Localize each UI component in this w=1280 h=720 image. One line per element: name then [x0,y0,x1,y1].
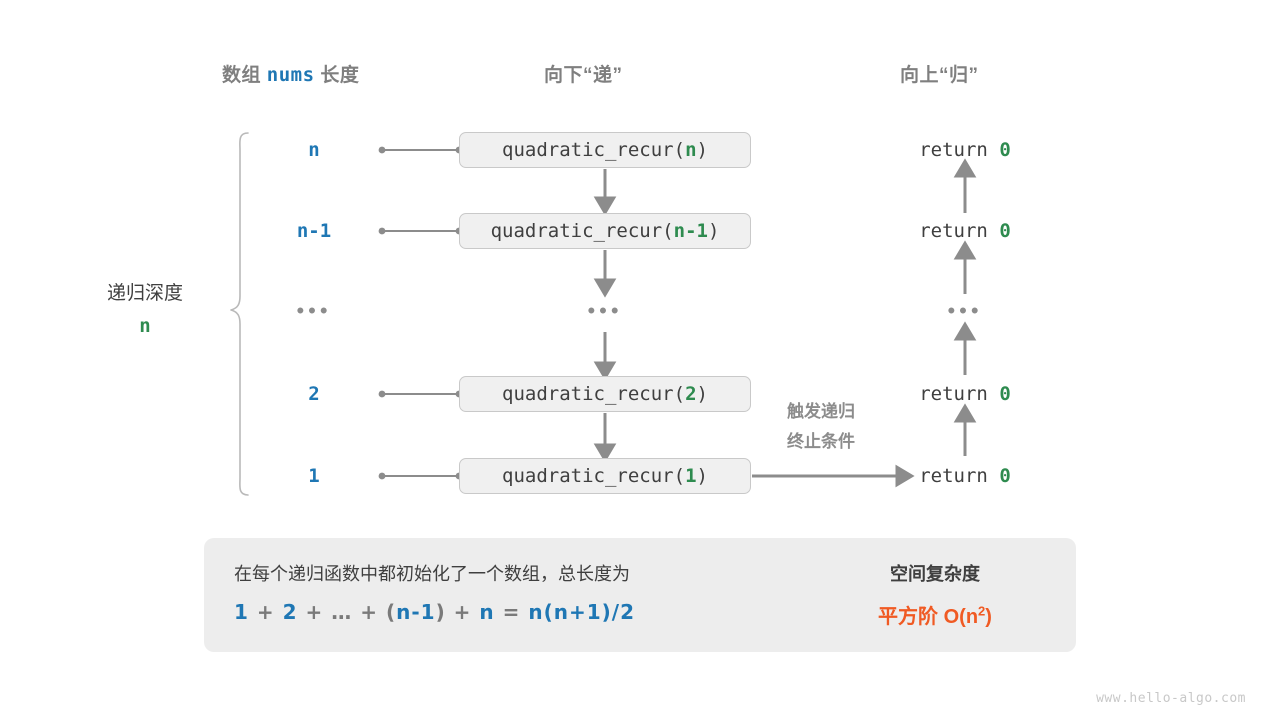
size-connector-row-2 [378,390,463,398]
return-keyword-0: return [919,139,1000,161]
call-box-0-arg: n [685,139,697,161]
size-connector-group [378,146,463,480]
size-ellipsis: ••• [296,298,332,323]
return-value-1: return 0 [919,220,1011,242]
call-ellipsis: ••• [587,298,623,323]
call-box-0[interactable]: quadratic_recur(n) [459,132,751,168]
complexity-exponent: 2 [978,603,986,619]
space-complexity-value: 平方阶 O(n2) [820,600,1050,629]
size-connector-row-1 [378,227,463,235]
formula-paren-open: ( [385,600,397,624]
return-keyword-1: return [919,220,1000,242]
summary-description: 在每个递归函数中都初始化了一个数组，总长度为 [234,564,630,584]
formula-equals: = [502,600,521,624]
recursion-depth-label: 递归深度 n [92,278,198,343]
summary-panel: 在每个递归函数中都初始化了一个数组，总长度为 1 + 2 + … + (n-1)… [204,538,1076,652]
call-box-2[interactable]: quadratic_recur(2) [459,376,751,412]
size-value-3: 1 [308,465,320,487]
termination-condition-note: 触发递归 终止条件 [787,397,855,457]
recursion-depth-text: 递归深度 [106,283,183,304]
header-array-length: 数组 nums 长度 [222,60,359,87]
return-value-3: return 0 [919,465,1011,487]
call-box-1[interactable]: quadratic_recur(n-1) [459,213,751,249]
site-watermark: www.hello-algo.com [1096,691,1246,706]
size-connector-row-0 [378,146,463,154]
formula-paren-close: ) [435,600,446,624]
formula-op-2: + [305,600,324,624]
call-box-1-suffix: ) [707,220,720,242]
call-box-3-suffix: ) [696,465,708,487]
call-box-0-prefix: quadratic_recur( [502,139,686,161]
return-ellipsis: ••• [947,298,983,323]
call-box-2-prefix: quadratic_recur( [502,383,686,405]
header-array-suffix: 长度 [314,65,360,86]
header-descend: 向下“递” [544,65,623,86]
size-value-1: n-1 [296,220,332,242]
call-box-3-arg: 1 [685,465,697,487]
header-array-prefix: 数组 [222,65,267,86]
header-array-accent: nums [266,64,315,86]
depth-brace-icon [230,132,249,496]
summary-formula: 1 + 2 + … + (n-1) + n = n(n+1)/2 [234,600,814,624]
call-box-2-arg: 2 [685,383,697,405]
return-literal-1: 0 [999,220,1011,242]
space-complexity-label: 空间复杂度 [890,564,980,584]
size-connector-row-3 [378,472,463,480]
recursion-depth-value: n [139,315,151,338]
size-value-0: n [308,139,320,161]
formula-term-3: … [331,600,353,624]
formula-result: n(n+1)/2 [528,600,636,624]
call-box-3-prefix: quadratic_recur( [502,465,686,487]
formula-op-1: + [256,600,275,624]
return-keyword-3: return [919,465,1000,487]
return-literal-3: 0 [999,465,1011,487]
complexity-suffix: ) [985,606,992,628]
summary-left: 在每个递归函数中都初始化了一个数组，总长度为 1 + 2 + … + (n-1)… [234,560,814,624]
formula-term-2: 2 [282,600,298,624]
header-ascend: 向上“归” [900,65,979,86]
formula-op-3: + [360,600,378,624]
formula-term-1: 1 [234,600,249,624]
termination-note-line2: 终止条件 [787,431,855,451]
call-box-1-arg: n-1 [673,220,708,242]
termination-note-line1: 触发递归 [787,402,855,421]
call-box-0-suffix: ) [696,139,708,161]
complexity-prefix: 平方阶 O(n [878,606,979,628]
formula-term-4: n-1 [396,600,436,624]
formula-op-4: + [453,600,472,624]
call-box-2-suffix: ) [696,383,708,405]
formula-term-5: n [479,600,495,624]
call-box-1-prefix: quadratic_recur( [490,220,674,242]
return-value-0: return 0 [919,139,1011,161]
return-literal-2: 0 [999,383,1011,405]
return-value-2: return 0 [919,383,1011,405]
size-value-2: 2 [308,383,320,405]
call-box-3[interactable]: quadratic_recur(1) [459,458,751,494]
return-literal-0: 0 [999,139,1011,161]
return-keyword-2: return [919,383,1000,405]
summary-right: 空间复杂度 平方阶 O(n2) [820,560,1050,629]
